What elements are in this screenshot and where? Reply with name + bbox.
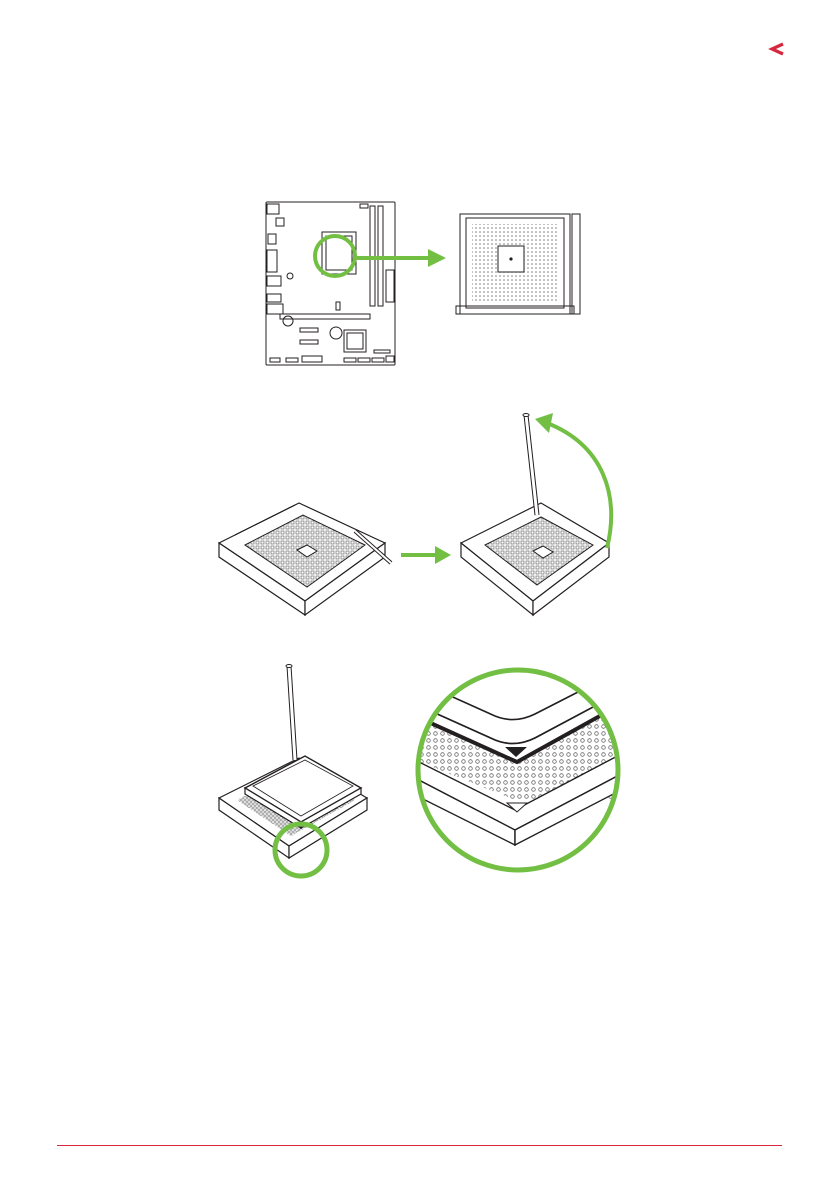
socket-top-view — [456, 214, 580, 314]
socket-lever-figure — [215, 405, 625, 625]
motherboard-socket-figure — [250, 190, 590, 375]
socket-lever-open — [461, 414, 609, 616]
socket-lever-closed — [219, 503, 391, 615]
cpu-alignment-figure — [215, 660, 625, 885]
arrow-head — [428, 249, 446, 267]
footer-rule — [57, 1145, 782, 1146]
chevron-left-icon — [768, 40, 786, 58]
motherboard-diagram — [266, 202, 395, 365]
cpu-in-socket — [219, 665, 367, 859]
